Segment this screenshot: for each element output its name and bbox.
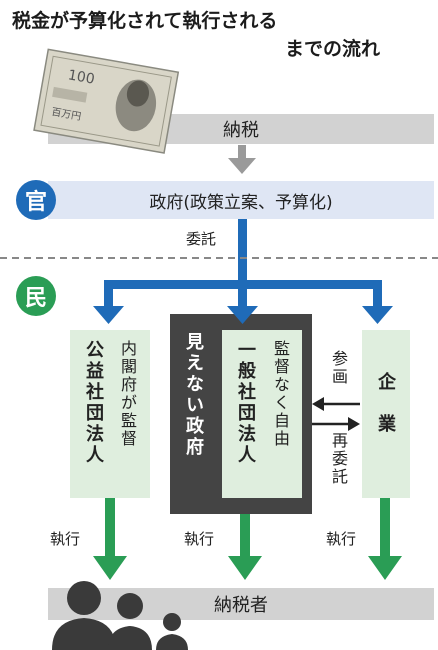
execution-arrow-center	[228, 514, 262, 580]
title-line-1: 税金が予算化されて執行される	[12, 10, 278, 32]
participation-arrow-head	[312, 397, 324, 411]
public-interest-note: 内閣府が監督	[118, 340, 137, 448]
commission-arrow-left	[93, 289, 124, 324]
execution-label-3: 執行	[326, 530, 357, 548]
general-association-box	[222, 330, 302, 498]
general-association-name: 一般社団法人	[235, 340, 256, 466]
company-name: 企業	[375, 372, 396, 456]
commission-arrow-right	[362, 289, 393, 324]
participation-label: 参画	[329, 350, 348, 386]
general-association-note: 監督なく自由	[271, 340, 290, 448]
commission-branch	[104, 280, 382, 289]
company-box	[362, 330, 410, 498]
tax-to-government-arrow	[228, 145, 256, 174]
banknote-icon: 100 百万円	[33, 48, 180, 154]
taxpayers-icon	[52, 581, 188, 650]
subcontract-label: 再委託	[329, 432, 348, 486]
taxpayers-band: 納税者	[48, 588, 434, 620]
government-band: 政府(政策立案、予算化)	[48, 181, 434, 219]
banknote-text: 百万円	[50, 106, 82, 123]
official-badge: 官	[16, 180, 56, 220]
execution-arrow-left	[93, 498, 127, 580]
commission-label: 委託	[186, 230, 217, 248]
public-interest-association-box	[70, 330, 150, 498]
subcontract-arrow-head	[348, 417, 360, 431]
invisible-government-label: 見えない政府	[183, 332, 204, 458]
execution-arrow-right	[368, 498, 402, 580]
private-badge: 民	[16, 276, 56, 316]
commission-arrow-center	[227, 289, 258, 324]
commission-trunk	[238, 219, 247, 287]
banknote-denomination: 100	[67, 67, 96, 87]
execution-label-1: 執行	[50, 530, 81, 548]
government-label: 政府(政策立案、予算化)	[149, 192, 333, 213]
tax-payment-label: 納税	[223, 120, 259, 141]
execution-label-2: 執行	[184, 530, 215, 548]
public-interest-association-name: 公益社団法人	[83, 340, 104, 466]
taxpayers-label: 納税者	[214, 595, 268, 616]
title-line-2: までの流れ	[285, 38, 381, 60]
